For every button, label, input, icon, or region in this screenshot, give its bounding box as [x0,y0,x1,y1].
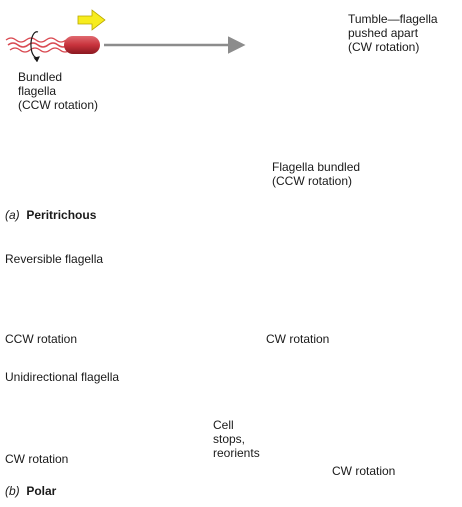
panel-a-label: (a) Peritrichous [5,208,96,222]
tumble-label: Tumble—flagella pushed apart (CW rotatio… [348,12,438,54]
panel-b-name: Polar [26,484,57,498]
flagella-bundled-label: Flagella bundled (CCW rotation) [272,160,361,188]
unidirectional-flagella-label: Unidirectional flagella [5,370,120,384]
panel-b-label: (b) Polar [5,484,56,498]
ccw-rotation-label: CCW rotation [5,332,78,346]
bundled-flagella-label: Bundled flagella (CCW rotation) [18,70,99,112]
yellow-motion-arrow [77,9,106,31]
cell-stops-label: Cell stops, reorients [213,418,260,460]
cw-rotation-label-bottom-left: CW rotation [5,452,69,466]
cw-rotation-label-top: CW rotation [266,332,330,346]
panel-a-name: Peritrichous [26,208,97,222]
peritrichous-cell-swimming-right [5,36,100,54]
panel-a-letter: (a) [5,208,20,222]
ccw-rotation-icon [30,31,40,63]
cw-rotation-label-bottom-right: CW rotation [332,464,396,478]
panel-b-letter: (b) [5,484,20,498]
reversible-flagella-label: Reversible flagella [5,252,104,266]
